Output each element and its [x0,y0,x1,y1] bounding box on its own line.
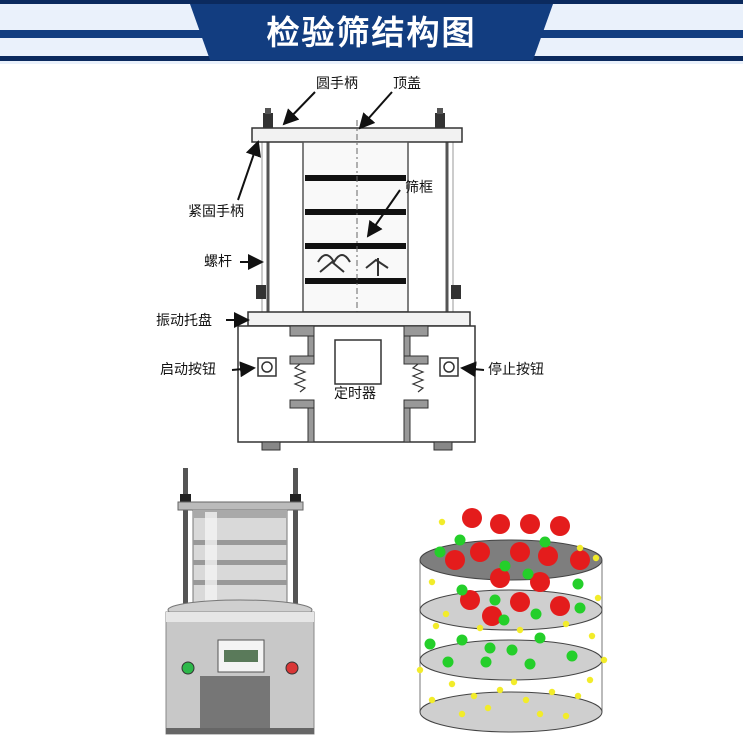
large-particle [510,592,530,612]
large-particle [470,542,490,562]
small-particle [548,688,556,696]
medium-particle [456,634,468,646]
small-particle [510,678,518,686]
page-title: 检验筛结构图 [266,13,477,52]
medium-particle [534,632,546,644]
medium-particle [539,536,551,548]
medium-particle [524,658,536,670]
small-particle [522,696,530,704]
medium-particle [572,578,584,590]
label-round-handle: 圆手柄 [316,76,358,92]
large-particle [530,572,550,592]
small-particle [428,578,436,586]
medium-particle [506,644,518,656]
medium-particle [442,656,454,668]
medium-particle [484,642,496,654]
medium-particle [499,560,511,572]
medium-particle [498,614,510,626]
small-particle [516,626,524,634]
small-particle [416,666,424,674]
label-tightening-handle: 紧固手柄 [188,204,244,220]
small-particle [586,676,594,684]
medium-particle [566,650,578,662]
small-particle [448,680,456,688]
sieve-disc [419,589,603,631]
medium-particle [480,656,492,668]
small-particle [442,610,450,618]
small-particle [588,632,596,640]
sieve-disc [419,691,603,733]
large-particle [482,606,502,626]
small-particle [574,692,582,700]
small-particle [438,518,446,526]
large-particle [538,546,558,566]
small-particle [562,712,570,720]
medium-particle [530,608,542,620]
small-particle [432,622,440,630]
large-particle [520,514,540,534]
large-particle [460,590,480,610]
small-particle [592,554,600,562]
small-particle [594,594,602,602]
small-particle [536,710,544,718]
medium-particle [454,534,466,546]
small-particle [562,620,570,628]
title-banner [0,0,743,64]
small-particle [458,710,466,718]
large-particle [462,508,482,528]
large-particle [490,514,510,534]
large-particle [550,516,570,536]
medium-particle [574,602,586,614]
small-particle [576,544,584,552]
large-particle [490,568,510,588]
medium-particle [456,584,468,596]
medium-particle [434,546,446,558]
large-particle [550,596,570,616]
sieve-disc [419,539,603,581]
small-particle [600,656,608,664]
sieve-disc [419,639,603,681]
large-particle [445,550,465,570]
small-particle [496,686,504,694]
small-particle [428,696,436,704]
small-particle [470,692,478,700]
label-top-cover: 顶盖 [393,76,421,92]
label-start-button: 启动按钮 [160,362,216,378]
small-particle [484,704,492,712]
large-particle [570,550,590,570]
structure-schematic [226,91,485,451]
label-stop-button: 停止按钮 [488,362,544,378]
label-vibration-tray: 振动托盘 [156,313,212,329]
label-screw-rod: 螺杆 [204,254,232,270]
medium-particle [424,638,436,650]
label-sieve-frame: 筛框 [405,180,433,196]
small-particle [476,624,484,632]
medium-particle [489,594,501,606]
medium-particle [522,568,534,580]
label-timer: 定时器 [334,386,376,402]
large-particle [510,542,530,562]
